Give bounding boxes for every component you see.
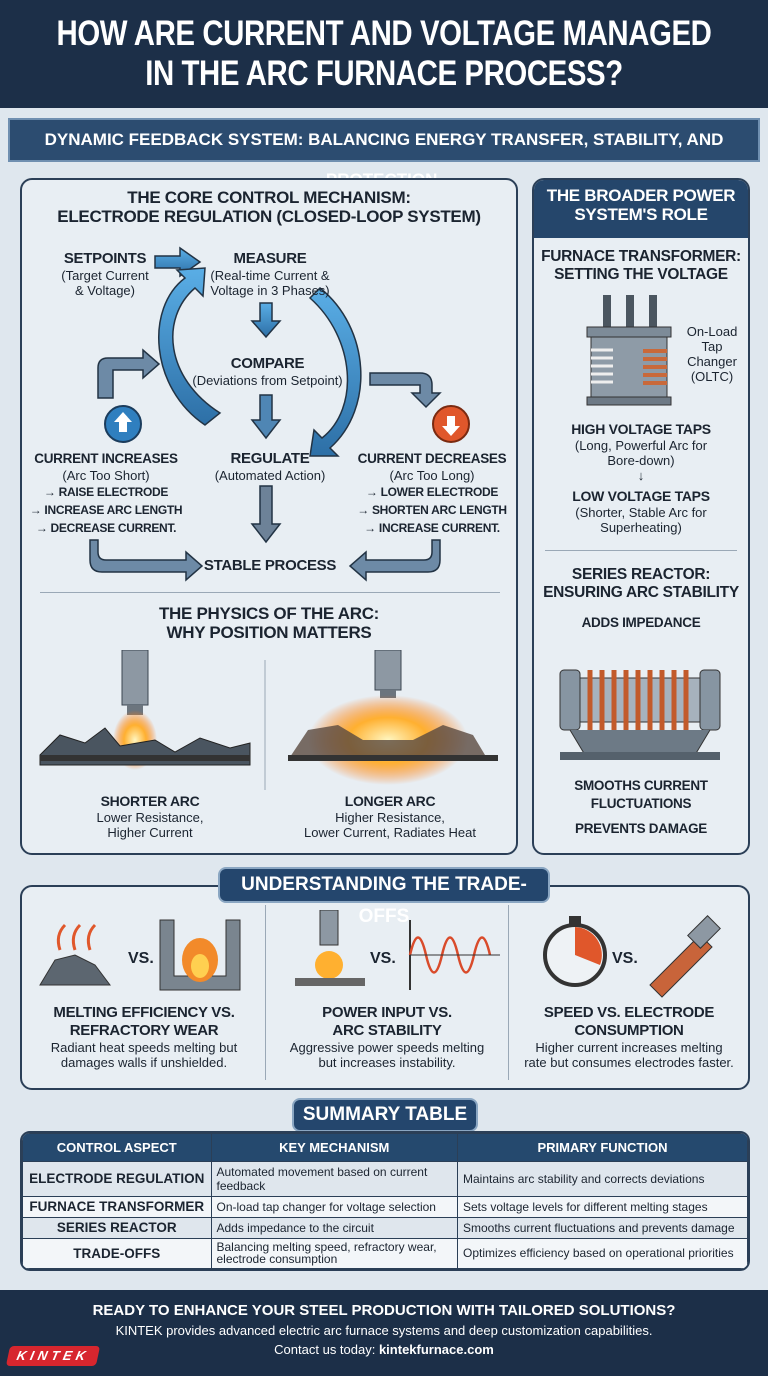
- compare-node: COMPARE(Deviations from Setpoint): [192, 355, 343, 388]
- arrow-down-2: [250, 394, 282, 440]
- current-increases-block: CURRENT INCREASES(Arc Too Short)→ RAISE …: [29, 451, 183, 535]
- series-reactor-icon: [559, 669, 721, 760]
- tradeoffs-panel: [20, 885, 750, 1090]
- down-arrow-icon: [432, 405, 470, 443]
- long-arc-illustration: [288, 650, 498, 785]
- arrow-down-3: [250, 485, 282, 544]
- setpoints-node: SETPOINTS(Target Current& Voltage): [61, 250, 149, 298]
- up-arrow-icon: [104, 405, 142, 443]
- footer-description: KINTEK provides advanced electric arc fu…: [115, 1323, 653, 1338]
- vs-label: VS.: [128, 950, 154, 967]
- vs-label: VS.: [370, 950, 396, 967]
- loop-arc-right: [308, 286, 362, 457]
- current-decreases-block: CURRENT DECREASES(Arc Too Long)→ LOWER E…: [357, 451, 507, 535]
- footer-cta: READY TO ENHANCE YOUR STEEL PRODUCTION W…: [92, 1302, 676, 1319]
- divider: [545, 550, 737, 551]
- physics-title: THE PHYSICS OF THE ARC:WHY POSITION MATT…: [158, 604, 380, 642]
- arrow-down-1: [250, 302, 282, 339]
- inc-branch-arrow: [97, 348, 161, 399]
- prevents-damage-label: PREVENTS DAMAGE: [574, 821, 708, 836]
- feedback-loop-arrows: [89, 246, 470, 582]
- kintek-logo: KINTEK: [5, 1346, 101, 1366]
- stopwatch-icon: [543, 916, 607, 987]
- electrode-consumption-icon: [649, 915, 721, 998]
- dec-branch-arrow: [369, 372, 442, 409]
- adds-impedance-label: ADDS IMPEDANCE: [581, 615, 701, 630]
- summary-title: SUMMARY TABLE: [292, 1098, 478, 1132]
- transformer-title: FURNACE TRANSFORMER:SETTING THE VOLTAGE: [541, 248, 741, 283]
- measure-node: MEASURE(Real-time Current &Voltage in 3 …: [210, 250, 330, 298]
- arc-illustrations: [39, 650, 498, 790]
- short-arc-illustration: [39, 650, 251, 770]
- subtitle-bar: DYNAMIC FEEDBACK SYSTEM: BALANCING ENERG…: [8, 118, 760, 189]
- divider: [40, 592, 500, 593]
- footer: READY TO ENHANCE YOUR STEEL PRODUCTION W…: [0, 1290, 768, 1376]
- dec-to-stable-arrow: [348, 539, 441, 582]
- divider: [265, 905, 266, 1080]
- website-link[interactable]: kintekfurnace.com: [378, 1342, 494, 1357]
- header: [0, 0, 768, 108]
- vs-label: VS.: [612, 950, 638, 967]
- regulate-node: REGULATE(Automated Action): [214, 450, 326, 483]
- core-title: THE CORE CONTROL MECHANISM:ELECTRODE REG…: [57, 188, 481, 226]
- rubble-fire-icon: [39, 923, 111, 986]
- reactor-title: SERIES REACTOR:ENSURING ARC STABILITY: [543, 566, 739, 601]
- inc-to-stable-arrow: [89, 539, 204, 582]
- waveform-icon: [408, 920, 500, 990]
- loop-arc-left: [158, 267, 222, 426]
- furnace-wall-fire-icon: [159, 919, 241, 991]
- transformer-icon: [586, 295, 672, 406]
- low-voltage-taps: LOW VOLTAGE TAPS(Shorter, Stable Arc for…: [572, 488, 710, 535]
- footer-contact: Contact us today: kintekfurnace.com: [274, 1342, 494, 1357]
- high-voltage-taps: HIGH VOLTAGE TAPS(Long, Powerful Arc for…: [571, 421, 711, 483]
- tradeoffs-title: UNDERSTANDING THE TRADE-OFFS: [218, 867, 550, 927]
- electrode-spark-icon: [295, 910, 365, 986]
- tradeoff-illustrations: [39, 910, 721, 998]
- divider: [508, 905, 509, 1080]
- stable-process-node: STABLE PROCESS: [203, 557, 337, 574]
